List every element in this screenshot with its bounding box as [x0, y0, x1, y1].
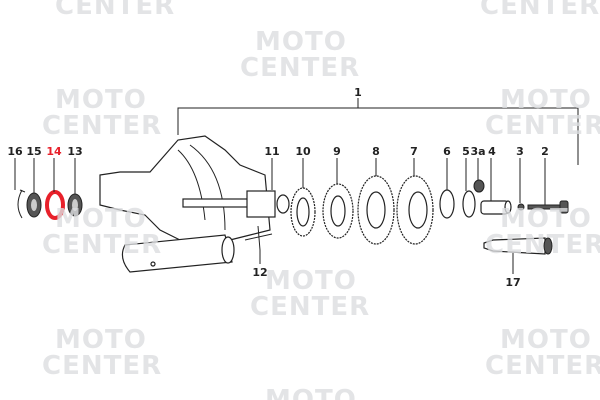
callout-16: 16	[7, 145, 23, 158]
part-3a-nut	[473, 179, 485, 193]
watermark-text: CENTER	[42, 111, 162, 141]
part-9-gear	[322, 183, 354, 239]
watermark-text: MOTO	[55, 325, 147, 355]
watermark-text: CENTER	[250, 292, 370, 322]
watermark-text: CENTER	[42, 230, 162, 260]
callout-15: 15	[26, 145, 41, 158]
callout-3a: 3a	[470, 145, 485, 158]
watermark-text: MOTO	[255, 27, 347, 57]
watermark-text: MOTO	[55, 204, 147, 234]
callout-5: 5	[462, 145, 470, 158]
callout-17: 17	[505, 276, 520, 289]
part-12-cross	[244, 225, 273, 251]
watermark-text: CENTER	[480, 0, 600, 21]
callout-4: 4	[488, 145, 496, 158]
callout-labels: 1 16 15 14 13 11 10 9 8 7 6 5 3a 4 3 2 1…	[7, 86, 548, 289]
watermark-text: MOTO	[500, 85, 592, 115]
callout-1: 1	[354, 86, 362, 99]
callout-3: 3	[516, 145, 524, 158]
callout-6: 6	[443, 145, 451, 158]
part-10-gear	[290, 187, 316, 237]
watermark-layer: CENTER CENTER MOTO CENTER MOTO CENTER MO…	[42, 0, 600, 400]
watermark-text: MOTO	[265, 385, 357, 400]
part-6-ring	[439, 189, 455, 219]
watermark-text: CENTER	[485, 230, 600, 260]
callout-12: 12	[252, 266, 267, 279]
watermark-text: CENTER	[485, 351, 600, 381]
callout-7: 7	[410, 145, 418, 158]
callout-8: 8	[372, 145, 380, 158]
callout-11: 11	[264, 145, 279, 158]
part-8-gear	[357, 175, 395, 245]
watermark-text: MOTO	[500, 325, 592, 355]
callout-14-highlighted: 14	[46, 145, 62, 158]
part-15-bearing	[26, 192, 42, 218]
part-11-shaft	[182, 190, 290, 218]
part-17-pin	[483, 237, 553, 255]
part-13-bearing	[67, 193, 83, 217]
part-14-seal-highlighted	[45, 190, 65, 220]
assembly-bracket	[177, 107, 579, 165]
part-16-circlip	[17, 189, 26, 219]
watermark-text: CENTER	[55, 0, 175, 21]
watermark-text: CENTER	[485, 111, 600, 141]
part-4-sleeve	[480, 200, 512, 215]
callout-2: 2	[541, 145, 549, 158]
watermark-text: MOTO	[265, 266, 357, 296]
callout-10: 10	[295, 145, 311, 158]
part-7-gear	[396, 175, 434, 245]
part-5-circlip	[462, 190, 476, 218]
watermark-text: MOTO	[500, 204, 592, 234]
watermark-text: MOTO	[55, 85, 147, 115]
watermark-text: CENTER	[42, 351, 162, 381]
watermark-text: CENTER	[240, 53, 360, 83]
callout-13: 13	[67, 145, 82, 158]
gearbox-housing	[99, 135, 271, 273]
part-3-washer	[517, 203, 525, 211]
callout-9: 9	[333, 145, 341, 158]
